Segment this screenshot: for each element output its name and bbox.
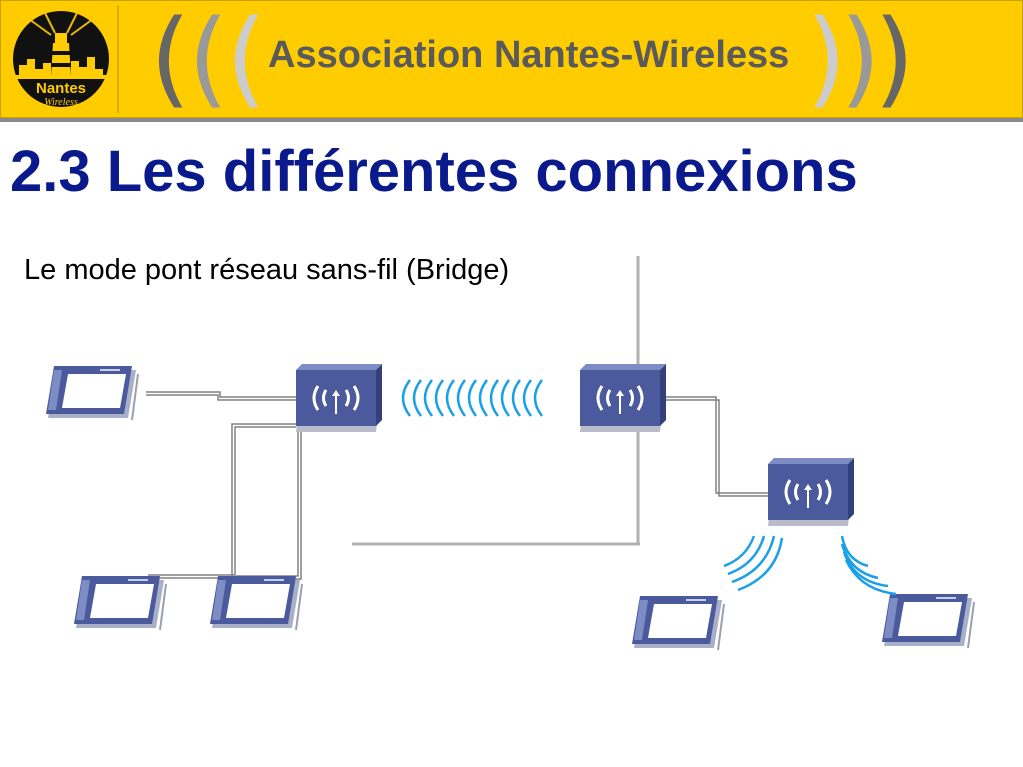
- paren-left-outer: (: [150, 0, 191, 119]
- lighthouse-logo-icon: Nantes Wireless: [9, 7, 113, 111]
- wireless-wave-arc: [478, 379, 489, 417]
- wireless-wave-arc: [500, 379, 511, 417]
- wireless-waves: [401, 379, 544, 417]
- header-bar: [0, 0, 1023, 118]
- wireless-wave-arc: [401, 379, 412, 417]
- paren-left-inner: (: [226, 0, 267, 119]
- logo: Nantes Wireless: [5, 5, 119, 113]
- wireless-wave-arc: [412, 379, 423, 417]
- wireless-wave-arc: [445, 379, 456, 417]
- wireless-wave-arc: [511, 379, 522, 417]
- wireless-waves-left-client: [723, 535, 784, 592]
- wireless-wave-arc: [456, 379, 467, 417]
- workstation-icon: [209, 575, 303, 631]
- wireless-wave-arc: [489, 379, 500, 417]
- paren-right-outer: ): [874, 0, 915, 119]
- header-shadow: [0, 118, 1023, 122]
- access-point-icon: [578, 362, 668, 434]
- slide-subtitle: Le mode pont réseau sans-fil (Bridge): [24, 254, 510, 286]
- header-title: Association Nantes-Wireless: [268, 34, 790, 76]
- logo-text-top: Nantes: [36, 80, 86, 97]
- workstation-icon: [45, 365, 139, 421]
- workstation-icon: [881, 593, 975, 649]
- wireless-wave-arc: [533, 379, 544, 417]
- wireless-wave-arc: [423, 379, 434, 417]
- logo-text-bottom: Wireless: [44, 97, 78, 108]
- access-point-icon: [766, 456, 856, 528]
- paren-right-inner: ): [806, 0, 847, 119]
- wireless-wave-arc: [434, 379, 445, 417]
- workstation-icon: [73, 575, 167, 631]
- slide-title: 2.3 Les différentes connexions: [10, 139, 858, 204]
- wireless-wave-arc: [522, 379, 533, 417]
- wired-connections: [146, 391, 770, 580]
- paren-right-middle: ): [840, 0, 881, 119]
- workstation-icon: [631, 595, 725, 651]
- wireless-wave-arc: [467, 379, 478, 417]
- wireless-waves-right-client: [840, 535, 897, 596]
- access-point-icon: [294, 362, 384, 434]
- paren-left-middle: (: [188, 0, 229, 119]
